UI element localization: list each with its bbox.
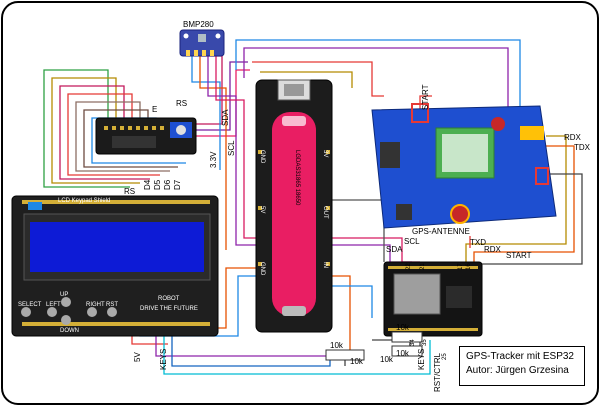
keys-label-right: KEYS (417, 349, 426, 370)
battery-text: LGDAS31865 18650 (294, 150, 300, 206)
gps-gsm-module (371, 103, 557, 229)
bmp280-module (179, 29, 225, 57)
d6-label: D6 (163, 179, 172, 190)
lcd-display (30, 222, 204, 272)
esp-pin-34: 34 (410, 339, 416, 346)
gps-antenna-label: GPS-ANTENNE (412, 227, 470, 236)
esp-pin-22: 22 (406, 263, 412, 270)
rs-label: RS (124, 187, 135, 196)
rst-ctrl-label: RST/CTRL (433, 352, 442, 392)
lcd-slogan-label: DRIVE THE FUTURE (140, 306, 198, 312)
i2c-backpack (95, 117, 197, 155)
credit-author: Autor: Jürgen Grzesina (466, 365, 569, 376)
start-label-top: START (421, 84, 430, 110)
esp-pin-16: 16 (466, 263, 472, 270)
key-select-label: SELECT (18, 302, 42, 308)
battery-cell (272, 112, 316, 316)
board-pin-gnd-a: GND (259, 150, 265, 164)
keypad (21, 297, 117, 325)
esp-pin-21: 21 (420, 263, 426, 270)
resistors (325, 331, 423, 361)
v5-label: 5V (133, 352, 142, 362)
board-pin-in: IN (322, 262, 328, 268)
board-pin-3v: 3V (322, 150, 328, 157)
sda-label-vertical: SDA (221, 109, 230, 126)
d5-label: D5 (153, 179, 162, 190)
key-down-label: DOWN (60, 328, 79, 334)
rs-label-top: RS (176, 99, 187, 108)
esp-pin-25: 25 (442, 353, 448, 360)
antenna-port-top (491, 117, 505, 131)
r10k-label-2: 10k (350, 357, 364, 366)
lcd-title-label: LCD Keypad Shield (58, 198, 110, 204)
r10k-label-3: 10k (396, 323, 410, 332)
credit-box: GPS-Tracker mit ESP32 Autor: Jürgen Grze… (459, 346, 585, 386)
rdx-label-low: RDX (484, 245, 502, 254)
txd-label: TXD (470, 238, 486, 247)
e-label: E (152, 105, 157, 114)
r10k-label-5: 10k (380, 355, 394, 364)
scl-label: SCL (404, 237, 420, 246)
key-right-label: RIGHT (86, 302, 105, 308)
sda-label: SDA (386, 245, 403, 254)
r10k-label-4: 10k (396, 349, 410, 358)
v33-label: 3.3V (209, 151, 218, 168)
board-pin-5v: 5V (259, 206, 265, 213)
r10k-label-1: 10k (330, 341, 344, 350)
lcd-brand-label: ROBOT (158, 296, 180, 302)
start-label-low: START (506, 251, 532, 260)
credit-title: GPS-Tracker mit ESP32 (466, 351, 574, 362)
d4-label: D4 (143, 179, 152, 190)
d7-label: D7 (173, 179, 182, 190)
bmp280-label: BMP280 (183, 20, 214, 29)
lcd-keypad-shield (11, 195, 219, 337)
shield-header (22, 200, 210, 326)
tdx-label: TDX (574, 143, 591, 152)
start-pad-highlight (411, 103, 429, 123)
keys-label-left: KEYS (159, 349, 168, 370)
battery-board (255, 79, 333, 333)
board-pin-gnd-b: GND (259, 262, 265, 276)
esp32-board (383, 261, 483, 337)
key-left-label: LEFT (46, 302, 61, 308)
key-up-label: UP (60, 292, 68, 298)
key-rst-label: RST (106, 302, 118, 308)
esp-pin-35: 35 (422, 339, 428, 346)
board-pin-out: OUT (322, 206, 328, 219)
rdx-label: RDX (564, 133, 582, 142)
scl-label-vertical: SCL (227, 140, 236, 156)
esp-pin-17: 17 (458, 263, 464, 270)
gps-antenna-connector (450, 204, 470, 224)
start-jumper-highlight (535, 167, 549, 185)
